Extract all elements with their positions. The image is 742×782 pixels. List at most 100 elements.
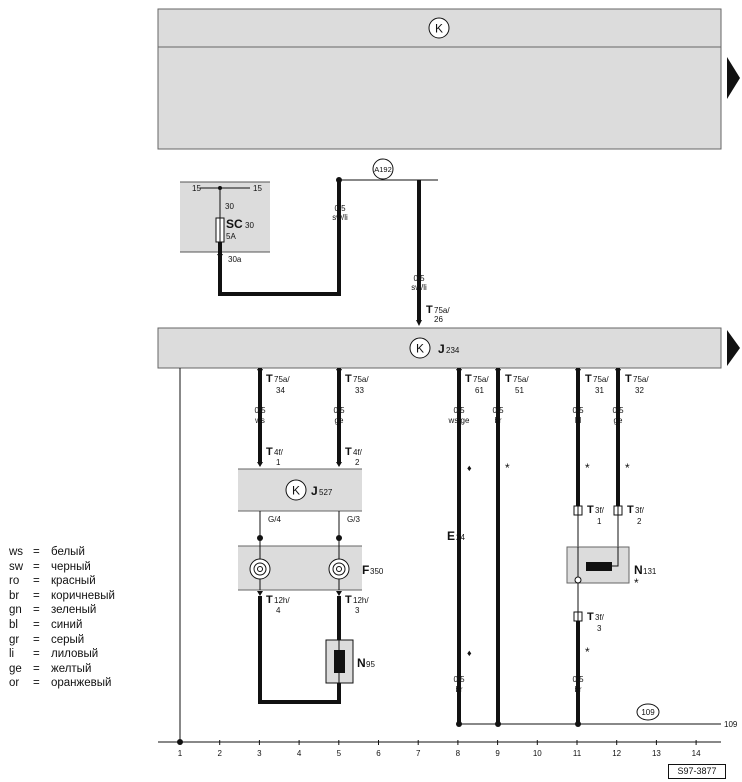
svg-text:15: 15 [253, 184, 262, 193]
svg-text:br: br [574, 685, 581, 694]
connector-t4f-1: T 4f/ 1 [266, 446, 284, 467]
svg-text:12h/: 12h/ [353, 596, 369, 605]
svg-text:1: 1 [276, 458, 281, 467]
svg-text:75a/: 75a/ [434, 306, 450, 315]
svg-text:109: 109 [724, 720, 738, 729]
svg-text:T: T [505, 373, 512, 385]
legend-equals: = [33, 618, 40, 631]
svg-text:bl: bl [575, 416, 581, 425]
svg-text:T: T [266, 373, 273, 385]
svg-text:T: T [266, 594, 273, 606]
diagram-code: S97-3877 [668, 764, 726, 779]
svg-text:*: * [625, 461, 630, 475]
legend-equals: = [33, 546, 40, 558]
svg-text:1: 1 [597, 517, 602, 526]
legend-label: коричневый [51, 589, 115, 602]
svg-text:br: br [455, 685, 462, 694]
svg-text:34: 34 [276, 386, 285, 395]
svg-text:30a: 30a [228, 255, 242, 264]
svg-text:E: E [447, 529, 455, 543]
svg-text:61: 61 [475, 386, 484, 395]
svg-text:T: T [627, 504, 634, 516]
svg-text:3: 3 [355, 606, 360, 615]
svg-text:G/3: G/3 [347, 515, 360, 524]
spiral-icon [328, 558, 350, 580]
svg-text:51: 51 [515, 386, 524, 395]
wire-sc30-a192 [218, 180, 341, 296]
connector-t3f-2: T 3f/ 2 [613, 504, 645, 526]
svg-text:75a/: 75a/ [353, 375, 369, 384]
ruler-label: 3 [257, 749, 262, 758]
legend-equals: = [33, 560, 40, 573]
legend-label: синий [51, 618, 83, 631]
connector-t12h-3: T 12h/ 3 [345, 594, 369, 615]
ruler-label: 2 [217, 749, 222, 758]
svg-text:15: 15 [192, 184, 201, 193]
svg-text:T: T [426, 304, 433, 316]
svg-text:31: 31 [595, 386, 604, 395]
legend-row: bl = синий [9, 618, 115, 633]
svg-text:sw/li: sw/li [411, 283, 427, 292]
svg-text:0,5: 0,5 [413, 274, 425, 283]
svg-text:T: T [345, 446, 352, 458]
legend-label: оранжевый [51, 677, 112, 690]
svg-text:0,5: 0,5 [572, 406, 584, 415]
legend-code: ge [9, 662, 22, 675]
svg-text:sw/li: sw/li [332, 213, 348, 222]
legend-equals: = [33, 604, 40, 617]
ruler-label: 12 [612, 749, 621, 758]
svg-text:T: T [345, 594, 352, 606]
svg-text:T: T [587, 611, 594, 623]
legend-code: gr [9, 633, 20, 646]
svg-text:234: 234 [446, 346, 460, 355]
svg-text:T: T [266, 446, 273, 458]
svg-text:ws: ws [254, 416, 265, 425]
svg-text:br: br [494, 416, 501, 425]
ruler-label: 1 [178, 749, 183, 758]
svg-text:SC: SC [226, 217, 243, 231]
connector-t12h-4: T 12h/ 4 [266, 594, 290, 615]
legend-row: gn=зеленый [9, 603, 115, 618]
legend-label: красный [51, 575, 96, 588]
legend-equals: = [33, 633, 40, 646]
svg-text:♦: ♦ [467, 463, 472, 473]
svg-text:K: K [435, 22, 443, 36]
legend-equals: = [33, 662, 40, 675]
connector-t75a-31: T 75a/ 31 [575, 369, 609, 395]
legend-code: sw [9, 560, 24, 573]
svg-text:350: 350 [370, 567, 384, 576]
legend-code: or [9, 677, 20, 690]
continuation-arrow-top [727, 57, 740, 99]
legend-code: bl [9, 618, 18, 631]
wire-n95-loop [258, 596, 341, 704]
legend-row: li=лиловый [9, 647, 115, 662]
svg-text:75a/: 75a/ [274, 375, 290, 384]
svg-text:109: 109 [641, 708, 655, 717]
ruler-label: 4 [297, 749, 302, 758]
svg-text:J: J [311, 484, 318, 498]
ruler-label: 14 [692, 749, 701, 758]
ruler-label: 7 [416, 749, 421, 758]
svg-text:26: 26 [434, 315, 443, 324]
legend-code: gn [9, 604, 22, 617]
legend-label: лиловый [51, 648, 99, 661]
legend-row: ge=желтый [9, 662, 115, 677]
svg-text:75a/: 75a/ [593, 375, 609, 384]
svg-text:5A: 5A [226, 232, 236, 241]
svg-text:0,5: 0,5 [254, 406, 266, 415]
legend-label: черный [51, 560, 91, 573]
svg-text:♦: ♦ [467, 648, 472, 658]
svg-text:J: J [438, 342, 445, 356]
k-symbol-top: K [428, 17, 450, 39]
node-a192 [372, 158, 394, 180]
svg-text:32: 32 [635, 386, 644, 395]
connector-t3f-1: T 3f/ 1 [573, 504, 605, 526]
connector-t4f-2: T 4f/ 2 [345, 446, 363, 467]
legend-code: ws [9, 546, 24, 558]
svg-text:*: * [634, 576, 639, 590]
ruler-label: 8 [456, 749, 461, 758]
node-109 [636, 703, 660, 721]
k-symbol-j527: K [285, 479, 307, 501]
